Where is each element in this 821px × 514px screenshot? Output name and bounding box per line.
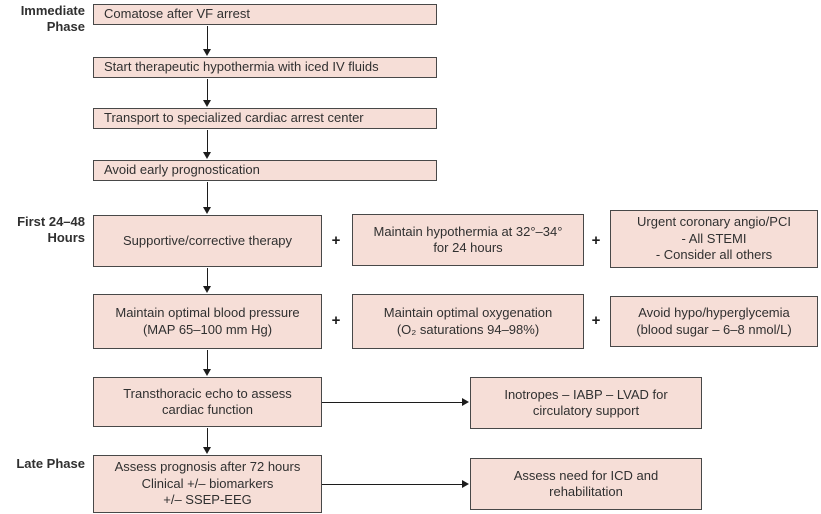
arrow-down-icon: [203, 26, 212, 56]
box-transport-arrest-center: Transport to specialized cardiac arrest …: [93, 108, 437, 129]
box-start-hypothermia: Start therapeutic hypothermia with iced …: [93, 57, 437, 78]
arrow-down-icon: [203, 79, 212, 107]
box-icd-rehabilitation: Assess need for ICD and rehabilitation: [470, 458, 702, 510]
plus-sign: +: [331, 232, 341, 249]
phase-label-first-24-48: First 24–48 Hours: [17, 214, 85, 245]
arrow-down-icon: [203, 130, 212, 159]
box-inotropes-iabp-lvad: Inotropes – IABP – LVAD for circulatory …: [470, 377, 702, 429]
box-maintain-blood-pressure: Maintain optimal blood pressure (MAP 65–…: [93, 294, 322, 349]
box-avoid-prognostication: Avoid early prognostication: [93, 160, 437, 181]
box-supportive-corrective-therapy: Supportive/corrective therapy: [93, 215, 322, 267]
arrow-right-icon: [322, 398, 469, 407]
box-maintain-oxygenation: Maintain optimal oxygenation (O₂ saturat…: [352, 294, 584, 349]
phase-label-immediate: Immediate Phase: [20, 3, 85, 34]
arrow-down-icon: [203, 182, 212, 214]
box-assess-prognosis: Assess prognosis after 72 hours Clinical…: [93, 455, 322, 513]
box-urgent-coronary-angio-pci: Urgent coronary angio/PCI - All STEMI - …: [610, 210, 818, 268]
box-avoid-hypo-hyperglycemia: Avoid hypo/hyperglycemia (blood sugar – …: [610, 296, 818, 347]
plus-sign: +: [591, 232, 601, 249]
arrow-down-icon: [203, 350, 212, 376]
box-comatose-vf-arrest: Comatose after VF arrest: [93, 4, 437, 25]
plus-sign: +: [591, 312, 601, 329]
box-transthoracic-echo: Transthoracic echo to assess cardiac fun…: [93, 377, 322, 427]
arrow-down-icon: [203, 268, 212, 293]
plus-sign: +: [331, 312, 341, 329]
arrow-down-icon: [203, 428, 212, 454]
arrow-right-icon: [322, 480, 469, 489]
phase-label-late: Late Phase: [16, 456, 85, 471]
box-maintain-hypothermia: Maintain hypothermia at 32°–34° for 24 h…: [352, 214, 584, 266]
